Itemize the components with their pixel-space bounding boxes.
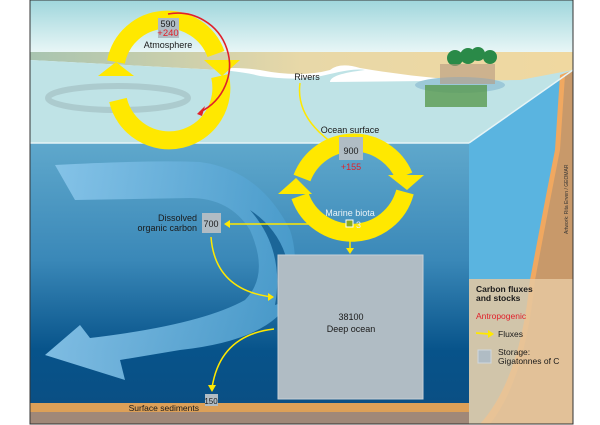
legend-storage-line2: Gigatonnes of C (498, 356, 559, 366)
legend-storage-line1: Storage: (498, 347, 530, 357)
ocean-surface-stock: 900 (343, 146, 358, 156)
atmosphere-label: Atmosphere (144, 40, 193, 50)
deep-ocean-stock-box (277, 254, 424, 400)
marine-biota-stock: 3 (356, 220, 361, 230)
flux-legend-arrow-icon (475, 332, 490, 335)
deep-ocean-label: Deep ocean (327, 324, 376, 334)
atmosphere-stock: 590 (160, 19, 175, 29)
doc-label-line2: organic carbon (137, 223, 197, 233)
atmosphere-stock-box (158, 18, 179, 38)
sediments-label: Surface sediments (129, 403, 199, 413)
storage-legend-swatch (477, 349, 492, 364)
marine-biota-label: Marine biota (325, 208, 375, 218)
doc-stock: 700 (203, 219, 218, 229)
sediment-layer (30, 403, 469, 412)
legend-anthropogenic: Antropogenic (476, 311, 527, 321)
land (30, 52, 573, 82)
doc-to-deep-flux (210, 236, 273, 298)
thermohaline-current (45, 161, 295, 380)
doc-label-line1: Dissolved (158, 213, 197, 223)
marine-biota-stock-box (345, 219, 354, 228)
sky (30, 0, 573, 52)
rivers-label: Rivers (294, 72, 320, 82)
ocean-surface-label: Ocean surface (321, 125, 380, 135)
frame (29, 0, 574, 425)
deep-ocean-stock: 38100 (338, 312, 363, 322)
sediment-stock: 150 (204, 397, 218, 406)
deep-to-sediment-flux (211, 328, 275, 389)
ocean-surface-stock-box (339, 137, 363, 160)
anthropogenic-flux-arrow (167, 12, 231, 113)
doc-stock-box (202, 213, 221, 233)
legend-title-line1: Carbon fluxes (476, 284, 533, 294)
ocean-surface-anthropogenic: +155 (341, 162, 361, 172)
legend-title-line2: and stocks (476, 293, 521, 303)
seabed (30, 412, 469, 424)
sediment-stock-box (205, 394, 218, 406)
legend-fluxes: Fluxes (498, 329, 523, 339)
mangrove-icon (415, 47, 505, 107)
artwork-credit: Artwork: Rita Erven / GEOMAR (564, 164, 570, 234)
atmosphere-anthropogenic: +240 (157, 28, 178, 39)
